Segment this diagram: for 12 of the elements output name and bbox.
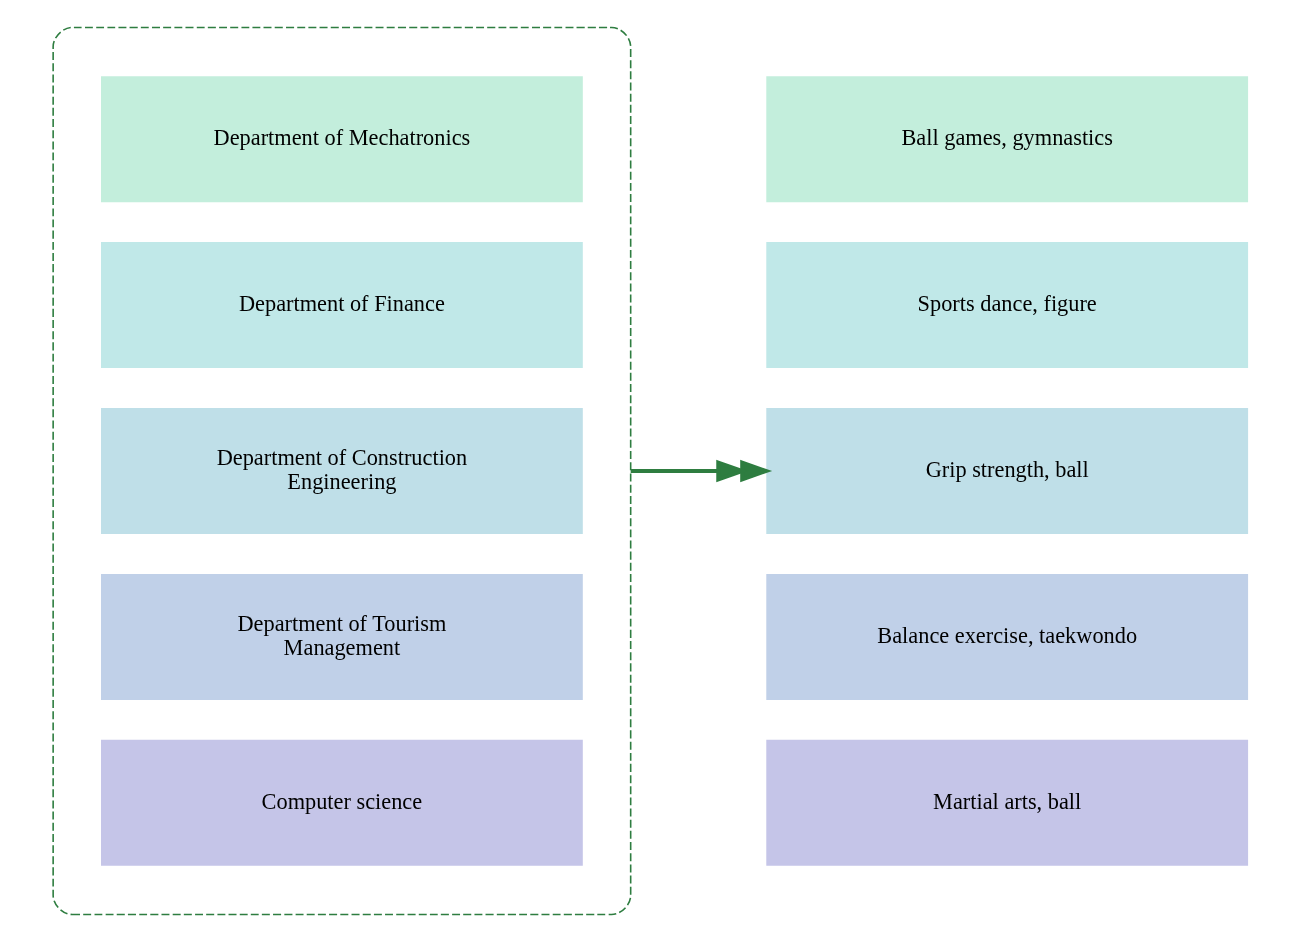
node-box: Department of Finance [101, 242, 583, 369]
node-box: Martial arts, ball [766, 739, 1249, 866]
node-box: Ball games, gymnastics [766, 76, 1249, 203]
node-box: Balance exercise, taekwondo [766, 573, 1249, 700]
cluster [52, 26, 632, 916]
node-box: Department of Tourism Management [101, 573, 583, 700]
node-box: Computer science [101, 739, 583, 866]
node-box: Department of Construction Engineering [101, 408, 583, 534]
node-box: Sports dance, figure [766, 242, 1249, 369]
node-box: Grip strength, ball [766, 408, 1249, 534]
arrow [630, 459, 773, 483]
node-box: Department of Mechatronics [101, 76, 583, 203]
